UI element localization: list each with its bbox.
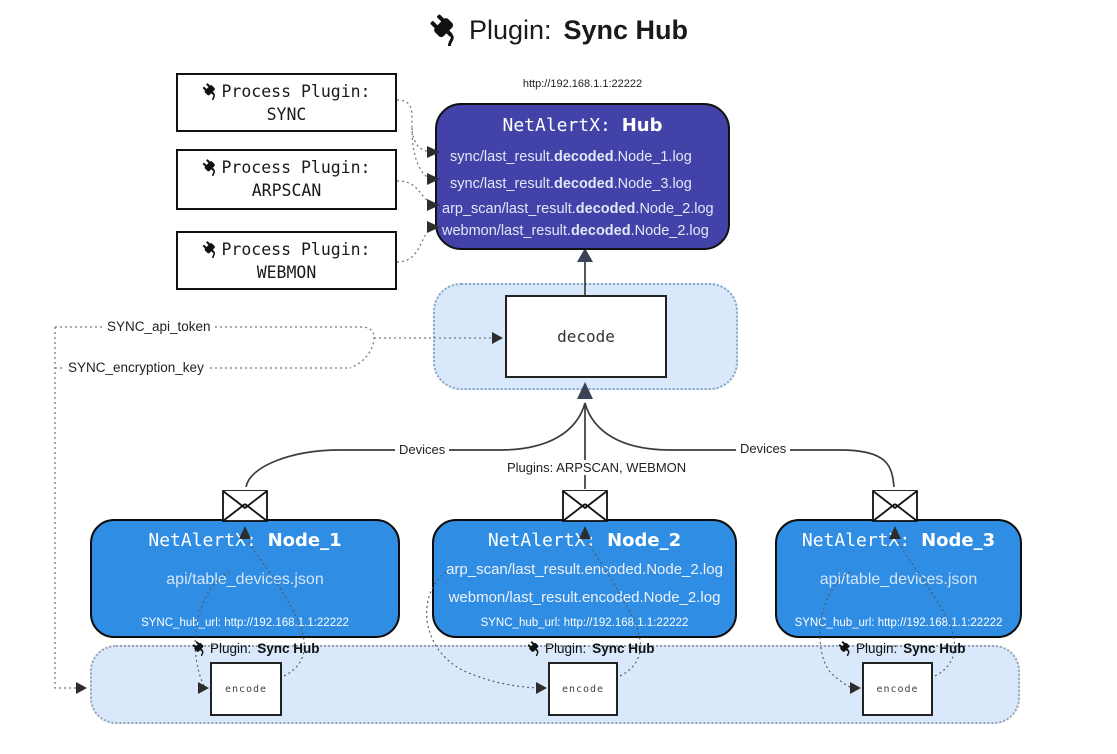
node-file: webmon/last_result.encoded.Node_2.log bbox=[448, 589, 721, 606]
hub-log-line: sync/last_result.decoded.Node_1.log bbox=[450, 149, 692, 165]
node-file: api/table_devices.json bbox=[166, 571, 324, 588]
encode-plugin-label: Plugin:Sync Hub bbox=[192, 641, 320, 656]
plug-icon bbox=[202, 159, 219, 176]
node-file: api/table_devices.json bbox=[819, 571, 978, 588]
node-3-box: NetAlertX: Node_3 api/table_devices.json… bbox=[775, 519, 1022, 638]
encode-box: encode bbox=[862, 662, 933, 716]
decode-box: decode bbox=[505, 295, 667, 378]
process-plugin-box-webmon: Process Plugin: WEBMON bbox=[176, 231, 397, 290]
envelope-icon bbox=[562, 490, 608, 522]
process-plugin-label: Process Plugin: bbox=[221, 158, 371, 177]
node-hub-url: SYNC_hub_url: http://192.168.1.1:22222 bbox=[794, 617, 1003, 629]
node-hub-url: SYNC_hub_url: http://192.168.1.1:22222 bbox=[141, 617, 349, 629]
node-1-box: NetAlertX: Node_1 api/table_devices.json… bbox=[90, 519, 400, 638]
plugins-edge-label: Plugins: ARPSCAN, WEBMON bbox=[503, 460, 691, 475]
node-title: NetAlertX: Node_1 bbox=[148, 530, 342, 551]
node-2-box: NetAlertX: Node_2 arp_scan/last_result.e… bbox=[432, 519, 737, 638]
envelope-icon bbox=[872, 490, 918, 522]
hub-title-name: Hub bbox=[621, 115, 663, 136]
hub-title-prefix: NetAlertX: bbox=[502, 115, 611, 136]
plug-icon bbox=[527, 641, 542, 656]
process-plugin-connectors bbox=[396, 99, 434, 263]
encode-box: encode bbox=[548, 662, 618, 716]
plug-icon bbox=[202, 83, 219, 100]
node-title: NetAlertX: Node_2 bbox=[487, 530, 682, 551]
plug-icon bbox=[202, 241, 219, 258]
envelope-icon bbox=[222, 490, 268, 522]
node-file: arp_scan/last_result.encoded.Node_2.log bbox=[446, 561, 723, 578]
node-hub-url: SYNC_hub_url: http://192.168.1.1:22222 bbox=[480, 617, 689, 629]
hub-log-line: arp_scan/last_result.decoded.Node_2.log bbox=[442, 201, 714, 217]
process-plugin-label: Process Plugin: bbox=[221, 240, 371, 259]
plug-icon bbox=[429, 14, 461, 46]
encode-plugin-label: Plugin:Sync Hub bbox=[838, 641, 966, 656]
sync-encryption-key-label: SYNC_encryption_key bbox=[64, 360, 208, 375]
page-title: Plugin: Sync Hub bbox=[0, 14, 1117, 46]
process-plugin-name: ARPSCAN bbox=[251, 181, 322, 200]
devices-edge-label-left: Devices bbox=[395, 442, 450, 457]
process-plugin-label: Process Plugin: bbox=[221, 82, 371, 101]
encode-box: encode bbox=[210, 662, 282, 716]
page-title-name: Sync Hub bbox=[563, 14, 689, 45]
config-token-lines bbox=[54, 326, 503, 694]
process-plugin-box-sync: Process Plugin: SYNC bbox=[176, 73, 397, 132]
process-plugin-name: SYNC bbox=[266, 105, 307, 124]
hub-log-line: sync/last_result.decoded.Node_3.log bbox=[450, 176, 692, 192]
page-title-prefix: Plugin: bbox=[468, 14, 552, 45]
plug-icon bbox=[838, 641, 853, 656]
hub-log-line: webmon/last_result.decoded.Node_2.log bbox=[442, 223, 709, 239]
plug-icon bbox=[192, 641, 207, 656]
process-plugin-name: WEBMON bbox=[256, 263, 317, 282]
hub-box: NetAlertX: Hub sync/last_result.decoded.… bbox=[435, 103, 730, 250]
node-title: NetAlertX: Node_3 bbox=[801, 530, 996, 551]
process-plugin-box-arpscan: Process Plugin: ARPSCAN bbox=[176, 149, 397, 210]
devices-edge-label-right: Devices bbox=[736, 441, 791, 456]
hub-url-label: http://192.168.1.1:22222 bbox=[522, 78, 643, 90]
sync-api-token-label: SYNC_api_token bbox=[103, 319, 215, 334]
hub-title: NetAlertX: Hub bbox=[437, 115, 728, 136]
encode-plugin-label: Plugin:Sync Hub bbox=[527, 641, 655, 656]
band-entry-arrowhead bbox=[76, 682, 87, 694]
